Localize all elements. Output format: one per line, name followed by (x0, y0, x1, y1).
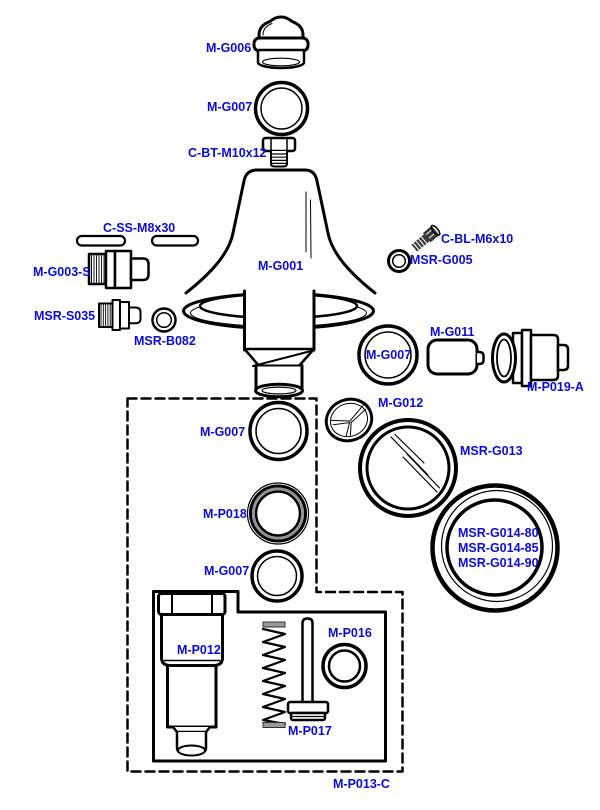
label-m-g001: M-G001 (258, 259, 303, 273)
part-c-ss-m8x30-drawing (75, 234, 200, 247)
part-m-g007-box-top-drawing (248, 400, 309, 462)
part-m-p012-drawing (157, 592, 227, 757)
label-m-g006: M-G006 (206, 41, 251, 55)
part-c-bt-m10x12-drawing (261, 136, 297, 168)
part-m-p019-a-drawing (491, 328, 570, 388)
part-spring-drawing (261, 621, 287, 728)
part-msr-b082-drawing (151, 307, 177, 333)
part-m-g001-drawing (182, 168, 377, 399)
label-m-g011: M-G011 (430, 325, 475, 339)
label-c-ss-m8x30: C-SS-M8x30 (103, 221, 175, 235)
part-m-g007-box-bottom-drawing (250, 549, 304, 603)
label-msr-b082: MSR-B082 (134, 334, 196, 348)
label-m-p012: M-P012 (177, 643, 221, 657)
part-m-g007-top-drawing (253, 80, 310, 137)
label-c-bt-m10x12: C-BT-M10x12 (188, 146, 267, 160)
part-m-p016-drawing (321, 642, 368, 690)
label-m-g003-s: M-G003-S (33, 265, 91, 279)
label-m-g007-box-top: M-G007 (200, 425, 245, 439)
part-msr-g013-drawing (358, 418, 458, 518)
label-c-bl-m6x10: C-BL-M6x10 (441, 232, 513, 246)
service-kit-boundary (126, 397, 404, 773)
label-m-p017: M-P017 (288, 724, 332, 738)
label-m-g007-right: M-G007 (366, 348, 411, 362)
part-m-g012-drawing (324, 397, 374, 443)
label-m-g007-top: M-G007 (207, 100, 252, 114)
part-m-g011-drawing (426, 338, 485, 376)
part-msr-g005-drawing (387, 249, 411, 273)
part-m-p017-drawing (286, 617, 330, 722)
label-msr-g014-90: MSR-G014-90 (458, 556, 539, 570)
label-m-p013-c: M-P013-C (333, 777, 390, 791)
part-c-bl-m6x10-drawing (410, 224, 441, 253)
part-msr-g014-drawing (430, 483, 560, 613)
label-msr-s035: MSR-S035 (34, 309, 95, 323)
label-m-p018: M-P018 (203, 507, 247, 521)
label-msr-g014-85: MSR-G014-85 (458, 541, 539, 555)
label-msr-g014-80: MSR-G014-80 (458, 526, 539, 540)
part-m-g007-right-drawing (357, 324, 419, 386)
label-m-g007-box-bottom: M-G007 (204, 564, 249, 578)
part-msr-s035-drawing (98, 299, 142, 331)
part-m-g003-s-drawing (87, 249, 150, 290)
label-m-p019-a: M-P019-A (527, 380, 584, 394)
part-m-g006-drawing (252, 15, 310, 70)
label-m-p016: M-P016 (328, 626, 372, 640)
label-m-g012: M-G012 (378, 396, 423, 410)
label-msr-g005: MSR-G005 (410, 253, 473, 267)
label-msr-g013: MSR-G013 (460, 444, 523, 458)
part-m-p018-drawing (246, 482, 310, 545)
